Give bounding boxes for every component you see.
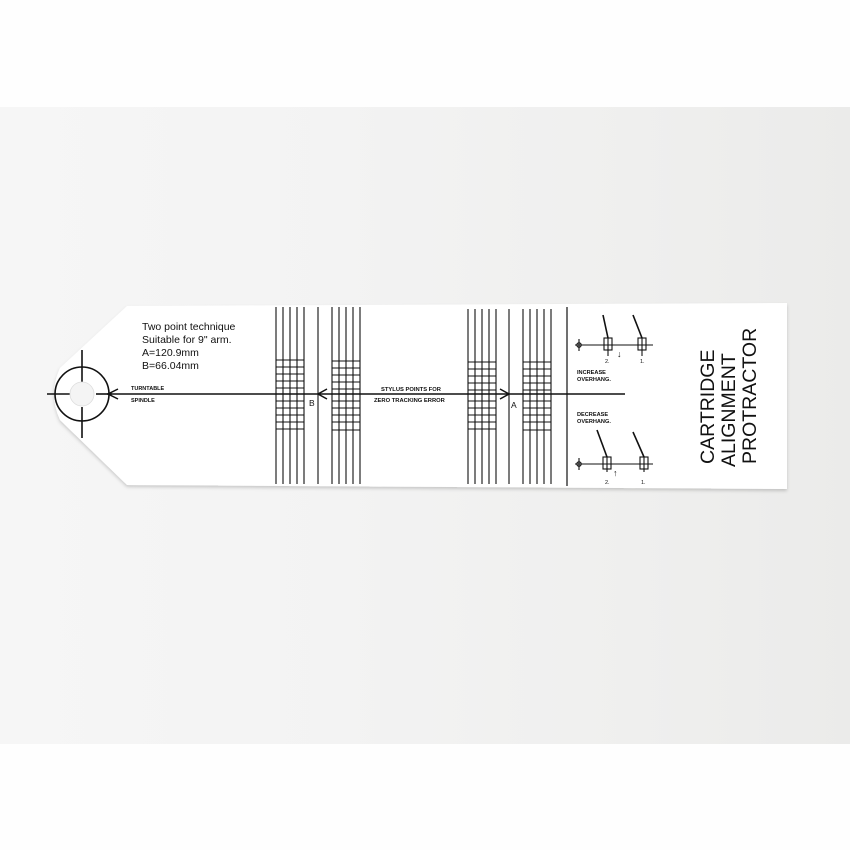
- info-line-4: B=66.04mm: [142, 360, 199, 372]
- spindle-label-bottom: SPINDLE: [131, 398, 155, 404]
- arrow-a-icon: [499, 388, 511, 400]
- arrow-up-icon: ↑: [613, 468, 618, 478]
- increase-pos-2: 2.: [605, 359, 610, 365]
- null-point-grid-a: [467, 309, 552, 484]
- increase-caption-2: OVERHANG.: [577, 377, 611, 383]
- increase-caption-1: INCREASE: [577, 370, 606, 376]
- spindle-label-top: TURNTABLE: [131, 386, 165, 392]
- spindle-hole: [69, 381, 95, 407]
- decrease-pos-2: 2.: [605, 480, 610, 486]
- increase-overhang-diagram: [575, 314, 653, 356]
- arrow-b-icon: [316, 388, 328, 400]
- title-line-2: ALIGNMENT: [718, 353, 740, 467]
- decrease-caption-1: DECREASE: [577, 412, 608, 418]
- info-line-1: Two point technique: [142, 321, 236, 333]
- decrease-pos-1: 1.: [641, 480, 646, 486]
- center-label-top: STYLUS POINTS FOR: [381, 387, 442, 393]
- arrow-left-icon: [106, 388, 119, 400]
- info-line-3: A=120.9mm: [142, 347, 199, 359]
- null-point-grid-b: [275, 307, 361, 484]
- arrow-down-icon: ↓: [617, 349, 622, 359]
- decrease-caption-2: OVERHANG.: [577, 419, 611, 425]
- decrease-overhang-diagram: [575, 429, 653, 472]
- label-b: B: [309, 398, 315, 408]
- info-line-2: Suitable for 9" arm.: [142, 334, 232, 346]
- increase-pos-1: 1.: [640, 359, 645, 365]
- title-line-1: CARTRIDGE: [697, 350, 719, 465]
- center-label-bottom: ZERO TRACKING ERROR: [374, 398, 446, 404]
- title-line-3: PROTRACTOR: [739, 328, 761, 464]
- label-a: A: [511, 400, 517, 410]
